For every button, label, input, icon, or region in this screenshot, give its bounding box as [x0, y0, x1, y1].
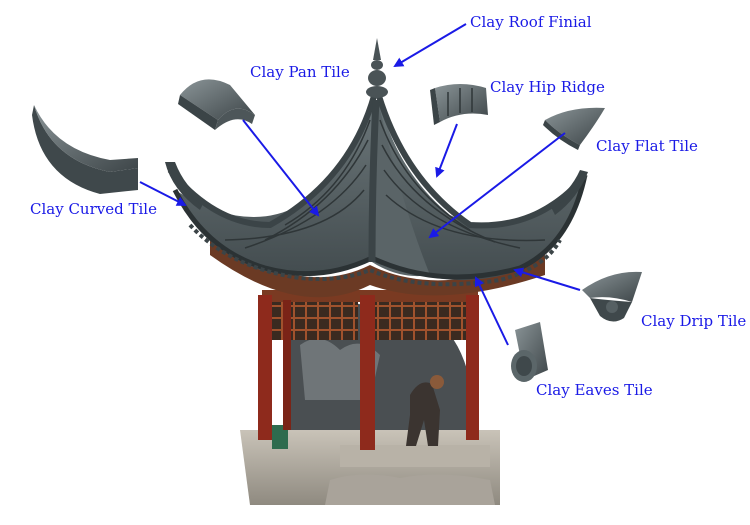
arrow-eaves-tile	[474, 276, 509, 346]
label-pan-tile: Clay Pan Tile	[250, 63, 350, 81]
lattice-frieze-right	[375, 300, 470, 340]
roof-right-face	[375, 95, 585, 281]
roof-left-face	[175, 95, 375, 276]
hip-ridge-front	[368, 99, 380, 263]
label-eaves-tile: Clay Eaves Tile	[536, 381, 653, 399]
column-inner-left	[283, 300, 291, 430]
drip-tile-sample	[582, 271, 642, 322]
hip-ridge-right	[376, 95, 588, 229]
green-bin	[272, 425, 288, 449]
visitor-head	[430, 375, 444, 389]
callout-arrows	[139, 23, 581, 346]
column-center	[360, 295, 375, 450]
eaves-tile-sample	[511, 322, 548, 382]
stone-bench	[340, 445, 490, 467]
arrow-roof-finial	[393, 23, 467, 68]
hip-ridge-left	[167, 95, 377, 229]
lattice-frieze-left	[268, 300, 358, 340]
label-hip-ridge: Clay Hip Ridge	[490, 78, 605, 96]
label-flat-tile: Clay Flat Tile	[596, 137, 698, 155]
label-roof-finial: Clay Roof Finial	[470, 13, 592, 31]
column-right	[466, 295, 479, 440]
roof-front-face	[371, 100, 430, 277]
column-left	[258, 295, 272, 440]
roof-finial	[366, 38, 388, 98]
rock-rubble	[325, 474, 495, 505]
pan-tile-sample	[178, 79, 255, 130]
arrow-flat-tile	[428, 132, 566, 239]
roof-underside	[210, 235, 545, 298]
label-drip-tile: Clay Drip Tile	[641, 312, 747, 330]
roof-tile-ribs	[224, 119, 546, 249]
hip-ridge-sample	[430, 84, 488, 125]
arrow-hip-ridge	[435, 123, 458, 178]
curved-tile-sample	[32, 105, 138, 194]
label-curved-tile: Clay Curved Tile	[30, 200, 157, 218]
arrow-curved-tile	[139, 181, 187, 206]
arrow-drip-tile	[513, 267, 581, 291]
arrow-pan-tile	[242, 119, 320, 217]
pavilion	[165, 38, 588, 505]
visitor	[406, 382, 440, 446]
